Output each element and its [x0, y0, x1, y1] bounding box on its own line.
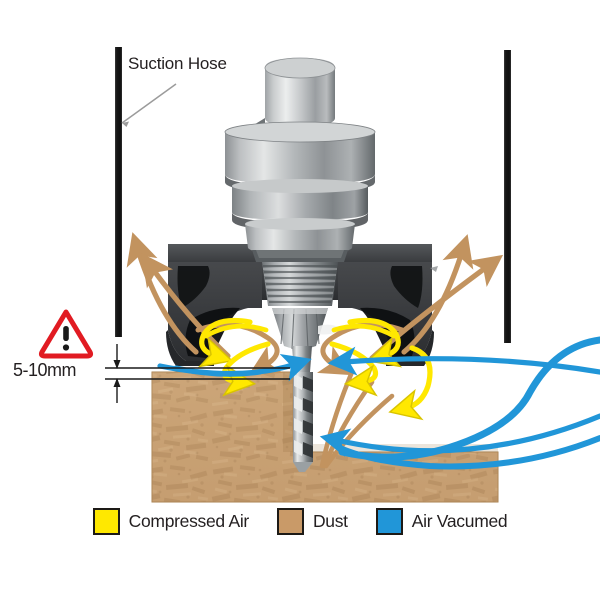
legend-label-air-vacumed: Air Vacumed [411, 511, 508, 531]
dimension-label: 5-10mm [13, 360, 77, 380]
suction-hose-right [504, 50, 511, 343]
suction-hose-label: Suction Hose [128, 54, 227, 73]
vac-arrow-mid-right [327, 346, 600, 376]
air-arrow-left-1 [197, 317, 253, 368]
warning-triangle-icon [38, 309, 94, 359]
dust-arrow-right-outer [401, 234, 474, 355]
air-arrow-right-3 [388, 345, 433, 421]
collet-nut [272, 308, 342, 350]
legend: Compressed Air Dust Air Vacumed [0, 508, 600, 535]
legend-swatch-compressed-air [92, 508, 120, 535]
workpiece [151, 371, 499, 503]
legend-swatch-air-vacumed [375, 508, 403, 535]
legend-item-dust: Dust [276, 508, 348, 535]
suction-hose-leader-line [121, 83, 177, 127]
vac-arrow-bottom-right [319, 413, 600, 457]
air-arrow-right-1 [347, 317, 403, 368]
compressed-air-loops [203, 323, 397, 339]
legend-swatch-dust [276, 508, 304, 535]
dimension-annotation [105, 344, 290, 403]
suction-hose-left [115, 47, 122, 337]
legend-label-compressed-air: Compressed Air [128, 511, 250, 531]
air-vacumed-streams [173, 336, 600, 470]
threaded-nose [262, 262, 338, 306]
legend-item-compressed-air: Compressed Air [92, 508, 250, 535]
legend-item-air-vacumed: Air Vacumed [375, 508, 508, 535]
legend-label-dust: Dust [312, 511, 348, 531]
spindle-assembly [224, 57, 376, 262]
